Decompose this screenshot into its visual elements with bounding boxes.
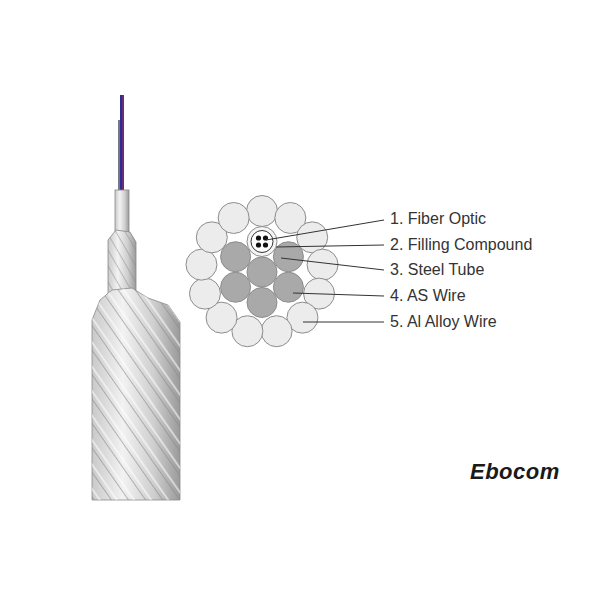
wire-section — [247, 288, 277, 318]
wire-section — [251, 231, 273, 253]
wire-section — [218, 202, 249, 233]
wire-section — [186, 249, 217, 280]
wire-section — [189, 278, 220, 309]
wire-section — [256, 242, 261, 247]
part-label: 3. Steel Tube — [390, 261, 484, 279]
part-label: 4. AS Wire — [390, 287, 466, 305]
wire-section — [263, 242, 268, 247]
wire-section — [307, 249, 338, 280]
wire-section — [221, 272, 251, 302]
wire-section — [221, 242, 251, 272]
brand-logo: Ebocom — [470, 463, 560, 481]
part-label: 2. Filling Compound — [390, 236, 532, 254]
wire-section — [247, 196, 278, 227]
wire-section — [273, 272, 303, 302]
wire-section — [256, 235, 261, 240]
wire-section — [261, 316, 292, 347]
wire-section — [247, 257, 277, 287]
part-label: 5. Al Alloy Wire — [390, 313, 497, 331]
wire-section — [247, 227, 277, 257]
wire-section — [297, 222, 328, 253]
part-label: 1. Fiber Optic — [390, 210, 486, 228]
